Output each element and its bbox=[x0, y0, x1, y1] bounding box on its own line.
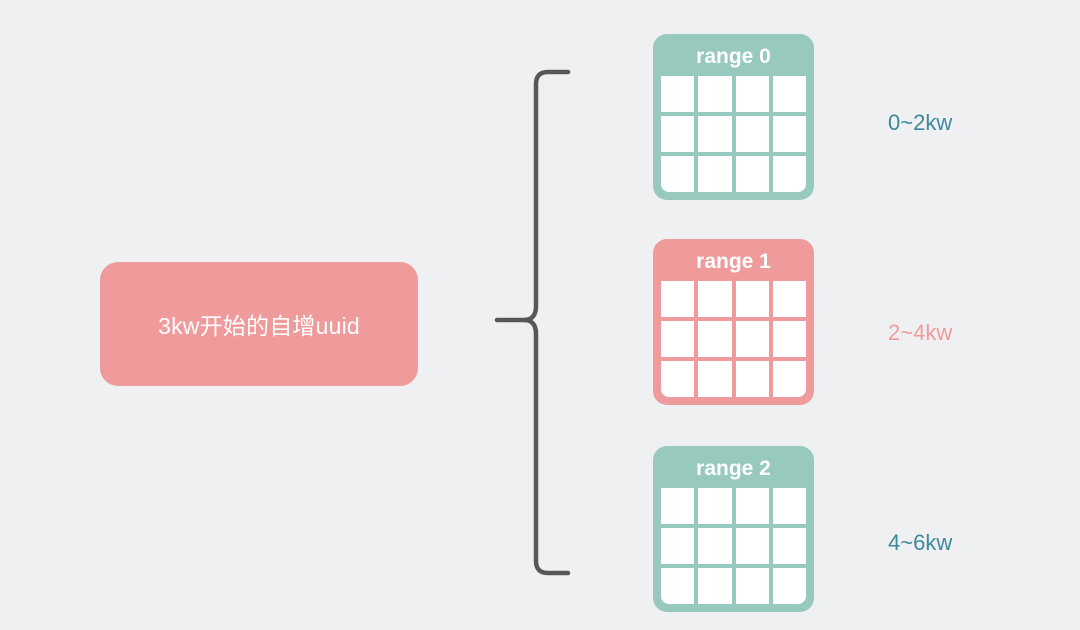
grid-cell bbox=[661, 76, 695, 112]
grid-cell bbox=[772, 488, 806, 524]
grid-cell bbox=[735, 156, 769, 192]
grid-cell bbox=[698, 488, 732, 524]
grid-cell bbox=[698, 156, 732, 192]
range-card-title-2: range 2 bbox=[696, 457, 771, 480]
grid-cell bbox=[698, 76, 732, 112]
range-card-2[interactable]: range 2 bbox=[653, 446, 814, 612]
grid-cell bbox=[661, 281, 695, 317]
grid-cell bbox=[698, 281, 732, 317]
range-card-1[interactable]: range 1 bbox=[653, 239, 814, 405]
grid-cell bbox=[698, 528, 732, 564]
source-node-uuid-generator[interactable]: 3kw开始的自增uuid bbox=[100, 262, 418, 386]
grid-cell bbox=[772, 281, 806, 317]
grid-cell bbox=[735, 528, 769, 564]
grid-cell bbox=[661, 156, 695, 192]
grid-cell bbox=[772, 321, 806, 357]
grid-cell bbox=[772, 528, 806, 564]
grid-cell bbox=[772, 361, 806, 397]
grid-cell bbox=[735, 116, 769, 152]
grid-cell bbox=[772, 568, 806, 604]
grid-cell bbox=[661, 116, 695, 152]
left-curly-brace-icon bbox=[494, 69, 571, 576]
grid-cell bbox=[735, 488, 769, 524]
grid-cell bbox=[661, 321, 695, 357]
grid-cell bbox=[735, 76, 769, 112]
grid-cell bbox=[772, 156, 806, 192]
range-grid-1 bbox=[661, 281, 806, 397]
grid-cell bbox=[661, 568, 695, 604]
grid-cell bbox=[735, 321, 769, 357]
range-value-label-1: 2~4kw bbox=[888, 320, 953, 345]
range-grid-2 bbox=[661, 488, 806, 604]
grid-cell bbox=[735, 281, 769, 317]
grid-cell bbox=[661, 528, 695, 564]
grid-cell bbox=[735, 568, 769, 604]
range-value-label-0: 0~2kw bbox=[888, 110, 953, 135]
range-card-title-0: range 0 bbox=[696, 45, 771, 68]
grid-cell bbox=[772, 116, 806, 152]
source-node-label: 3kw开始的自增uuid bbox=[158, 313, 360, 339]
grid-cell bbox=[698, 321, 732, 357]
range-grid-0 bbox=[661, 76, 806, 192]
range-value-label-2: 4~6kw bbox=[888, 530, 953, 555]
grid-cell bbox=[698, 116, 732, 152]
grid-cell bbox=[661, 361, 695, 397]
grid-cell bbox=[735, 361, 769, 397]
brace-connector bbox=[490, 60, 580, 585]
range-card-title-1: range 1 bbox=[696, 250, 771, 273]
grid-cell bbox=[661, 488, 695, 524]
range-card-0[interactable]: range 0 bbox=[653, 34, 814, 200]
grid-cell bbox=[698, 361, 732, 397]
grid-cell bbox=[772, 76, 806, 112]
grid-cell bbox=[698, 568, 732, 604]
